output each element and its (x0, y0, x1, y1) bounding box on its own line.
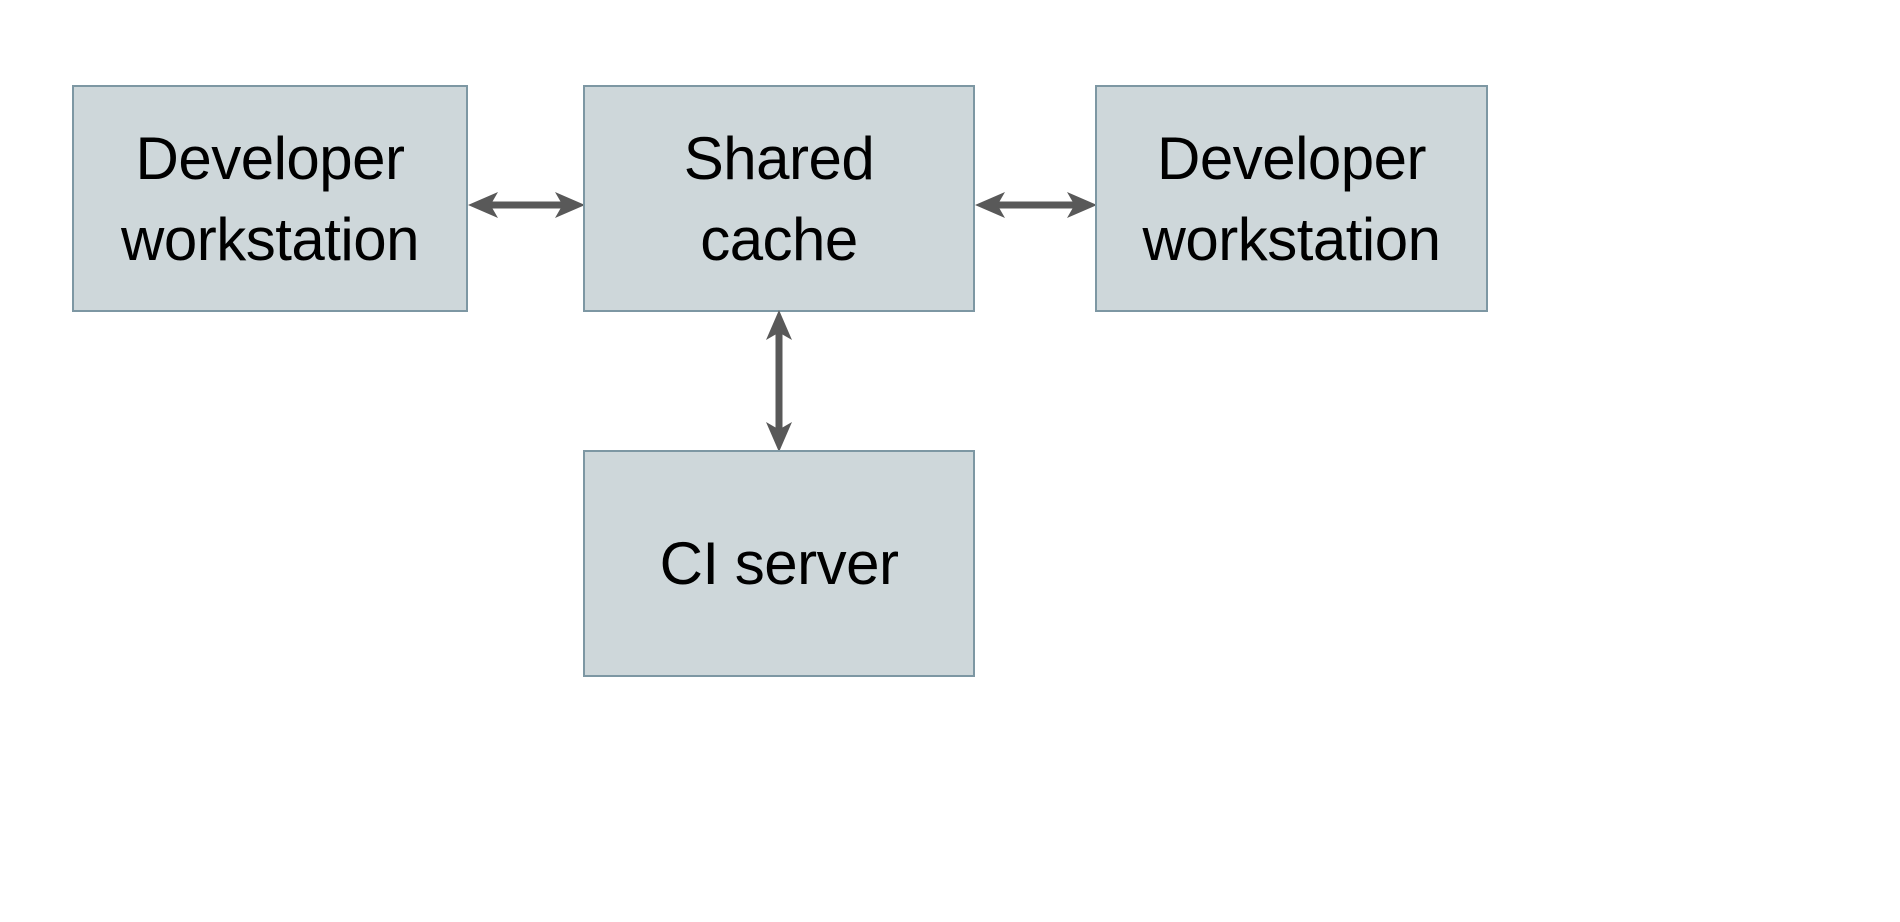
double-headed-arrow-horizontal-icon (975, 192, 1097, 218)
node-developer-workstation-right-label: Developer workstation (1142, 124, 1441, 273)
edge-left-workstation-shared-cache[interactable] (468, 175, 585, 235)
node-shared-cache[interactable]: Shared cache (583, 85, 975, 312)
edge-shared-cache-ci-server[interactable] (749, 310, 809, 452)
double-headed-arrow-vertical-icon (766, 310, 792, 452)
node-ci-server-label: CI server (659, 530, 899, 597)
node-shared-cache-label: Shared cache (683, 124, 875, 273)
node-developer-workstation-right[interactable]: Developer workstation (1095, 85, 1488, 312)
node-ci-server[interactable]: CI server (583, 450, 975, 677)
double-headed-arrow-horizontal-icon (468, 192, 585, 218)
edge-shared-cache-right-workstation[interactable] (975, 175, 1097, 235)
node-developer-workstation-left-label: Developer workstation (121, 124, 419, 273)
node-developer-workstation-left[interactable]: Developer workstation (72, 85, 468, 312)
